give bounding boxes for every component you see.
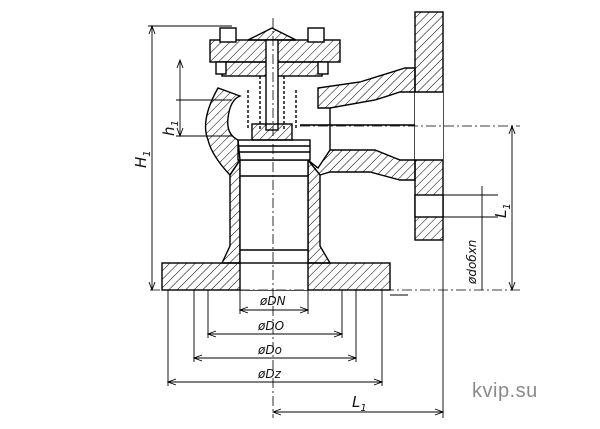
label-H1: H1 [132, 150, 153, 168]
valve-seat [237, 139, 311, 161]
label-DO-outer: øDo [257, 343, 282, 357]
body-bulge-left [204, 87, 242, 177]
outlet-upper-wall [317, 67, 416, 109]
bolt-left [219, 27, 237, 43]
dimension-labels: H1 h1 L1 ødoбxn øDN øDO øDo øDz L1 [132, 120, 513, 414]
label-d-ob-xn: ødoбxn [465, 240, 479, 285]
outlet-lower-wall [307, 149, 416, 181]
center-lines [150, 18, 520, 418]
label-DN: øDN [259, 294, 286, 308]
label-L1-bottom: L1 [352, 393, 367, 414]
bolt-right [307, 27, 325, 43]
label-L1-vertical: L1 [492, 203, 513, 218]
body-wall-left [220, 157, 241, 264]
label-Dz: øDz [257, 367, 282, 381]
label-DO-inner: øDO [257, 319, 284, 333]
body-wall-right [307, 158, 332, 264]
label-h1: h1 [160, 120, 181, 136]
valve-body [161, 11, 444, 291]
dimensions [148, 24, 516, 418]
bonnet-cap [247, 27, 297, 41]
disc-holder [251, 123, 293, 141]
flange-bolt-hole [414, 194, 444, 218]
watermark: kvip.su [472, 380, 538, 402]
valve-stem [265, 39, 279, 131]
